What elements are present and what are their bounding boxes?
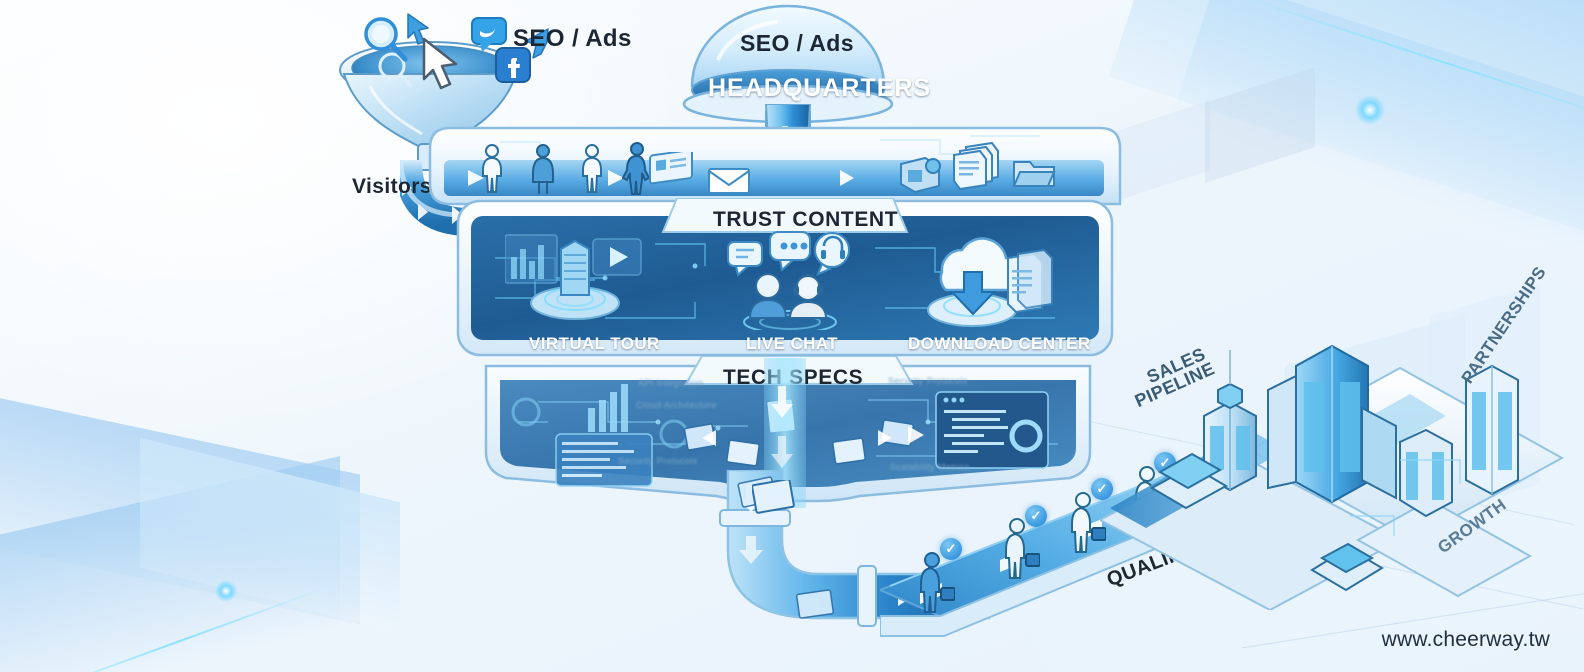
tech-note: Cloud Architecture [636,400,717,410]
lead-figure [915,552,956,619]
building-hologram-icon [504,225,645,330]
label-live-chat: LIVE CHAT [746,334,839,353]
visitor-figure [528,143,558,200]
check-badge: ✓ [1091,478,1113,500]
tech-note: Security Protocols [618,456,698,466]
label-download-center: DOWNLOAD CENTER [908,334,1091,353]
cursor-arrow-icon [404,12,434,51]
tech-note: Security Protocols [888,376,968,386]
id-card-icon [648,149,696,193]
visitor-figure [578,143,606,200]
label-headquarters: HEADQUARTERS [708,74,932,102]
pointer-icon [418,36,464,97]
lead-figure [1066,492,1107,559]
check-badge: ✓ [940,538,962,560]
growth-city [1097,330,1570,612]
visitor-figure [621,141,652,200]
cloud-download-icon [912,228,1062,337]
bg-rect-a [1205,67,1315,183]
bg-left-glow-line [38,588,322,672]
facebook-icon [494,46,532,89]
visitor-figure [478,143,506,200]
tech-note: API Integration [638,378,704,388]
open-folder-icon [1010,152,1058,199]
magnifier-icon [355,10,415,75]
chat-avatars-icon [720,230,860,335]
twitter-bubble-icon [470,16,512,63]
tech-note: Scalability Metrics [890,462,970,472]
lead-figure [1000,518,1041,585]
bg-plane-left-3 [140,437,400,633]
beam-highlight-line [1239,0,1584,127]
bg-plane-left-1 [0,385,360,625]
falling-document-icon [751,478,796,519]
label-seo-ads-dome: SEO / Ads [740,30,854,56]
watermark: www.cheerway.tw [1381,628,1550,651]
glow-node-left [215,580,237,602]
bg-plane-left-2 [0,456,340,672]
label-seo-ads-top: SEO / Ads [513,25,632,52]
label-visitors: Visitors [352,175,432,198]
envelope-icon [707,165,751,202]
beam-band-top-right [1108,0,1584,269]
label-virtual-tour: VIRTUAL TOUR [529,334,660,353]
beam-band-top-right-2 [1170,0,1584,293]
glow-node-top-right [1355,95,1385,125]
check-badge: ✓ [1025,505,1047,527]
documents-stack-icon [948,141,1004,196]
label-trust-content: TRUST CONTENT [713,208,899,231]
cursor-arrow-icon-2 [520,26,554,67]
media-folder-icon [895,152,943,201]
